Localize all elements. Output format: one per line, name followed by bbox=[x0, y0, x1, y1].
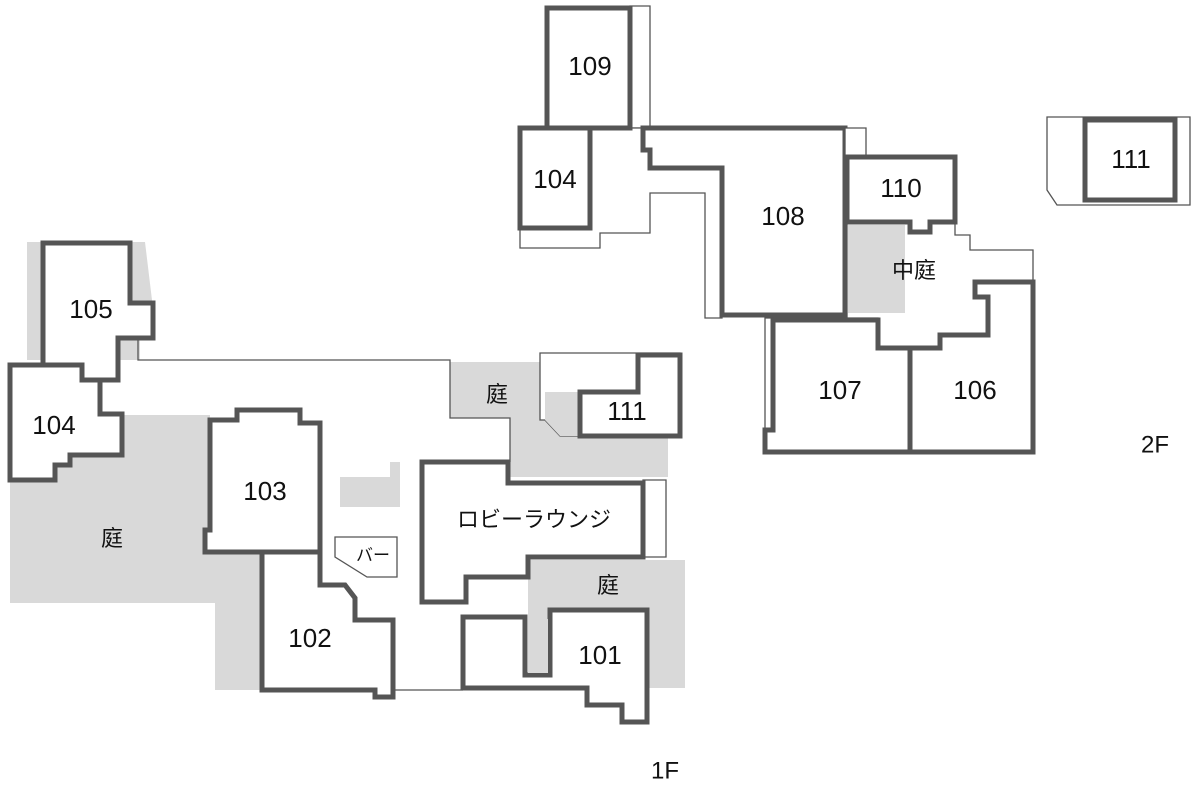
lobby-lounge[interactable] bbox=[419, 459, 646, 605]
garden-strip-101 bbox=[528, 619, 548, 673]
room-111-2f[interactable] bbox=[1082, 117, 1178, 203]
lobby-label: ロビーラウンジ bbox=[457, 508, 611, 533]
courtyard-area bbox=[848, 225, 905, 313]
room-103-1f[interactable] bbox=[202, 407, 323, 555]
room-106-2f[interactable] bbox=[907, 279, 1036, 455]
garden-label-west: 庭 bbox=[101, 527, 123, 552]
floor-label-2f: 2F bbox=[1141, 431, 1169, 458]
courtyard-label: 中庭 bbox=[892, 259, 936, 284]
stair-strip-109 bbox=[629, 5, 651, 129]
room-label-101: 101 bbox=[578, 640, 621, 670]
room-label-111-2f: 111 bbox=[1111, 144, 1151, 174]
room-label-106: 106 bbox=[953, 375, 996, 405]
room-label-103: 103 bbox=[243, 476, 286, 506]
garden-area-111 bbox=[545, 392, 580, 436]
bar-counter[interactable] bbox=[334, 536, 398, 578]
lobby-extension bbox=[642, 479, 667, 558]
floor-2f: 109 104 108 110 107 106 111 中庭 2F bbox=[517, 5, 1191, 458]
room-110-2f[interactable] bbox=[844, 154, 958, 235]
room-label-104-2f: 104 bbox=[533, 164, 576, 194]
bar-label: バー bbox=[356, 546, 390, 566]
garden-label-east: 庭 bbox=[597, 574, 619, 599]
room-101-1f[interactable] bbox=[460, 607, 650, 725]
room-label-109: 109 bbox=[568, 51, 611, 81]
room-109-2f[interactable] bbox=[544, 5, 633, 131]
room-label-108: 108 bbox=[761, 201, 804, 231]
garden-label-north: 庭 bbox=[486, 383, 508, 408]
room-108-2f[interactable] bbox=[640, 125, 848, 318]
garden-patch-center bbox=[340, 462, 400, 507]
room-label-102: 102 bbox=[288, 623, 331, 653]
room-label-107: 107 bbox=[818, 375, 861, 405]
corridor-outline bbox=[137, 338, 511, 462]
room-label-111: 111 bbox=[607, 396, 647, 426]
floor-1f: 105 104 103 102 101 111 バー ロビーラウンジ 庭 庭 庭… bbox=[7, 240, 685, 784]
floor-label-1f: 1F bbox=[651, 757, 679, 784]
room-102-1f[interactable] bbox=[259, 549, 396, 700]
garden-area-west bbox=[10, 415, 262, 690]
room-104-1f[interactable] bbox=[7, 362, 125, 483]
box-beside-108 bbox=[844, 127, 867, 158]
room-label-110: 110 bbox=[880, 173, 921, 203]
room-111-1f[interactable] bbox=[577, 352, 683, 439]
room-104-2f[interactable] bbox=[517, 125, 593, 231]
room-label-104: 104 bbox=[32, 410, 75, 440]
room-label-105: 105 bbox=[69, 294, 112, 324]
